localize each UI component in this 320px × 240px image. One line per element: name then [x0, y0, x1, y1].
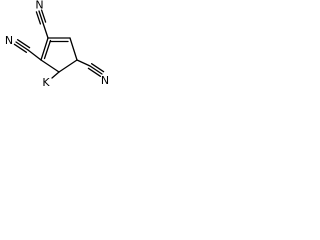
- nitrile-top: N: [35, 0, 49, 39]
- triple-bond-left-a: [15, 41, 29, 51]
- nitrile-right: N: [76, 59, 109, 87]
- nitrogen-label-right: N: [101, 74, 109, 87]
- nitrile-left: N: [5, 34, 42, 61]
- ring-bond-c5-c1: [40, 37, 49, 61]
- nitrogen-label-left: N: [5, 34, 13, 47]
- bond-c1-cn-top: [42, 22, 49, 39]
- ring-bond-c5-c1-inner: [43, 39, 52, 60]
- triple-bond-top-b: [40, 9, 47, 23]
- bond-c3-cn-right: [76, 59, 91, 67]
- ring-bond-c3-c4: [58, 59, 78, 73]
- triple-bond-top-c: [35, 11, 42, 25]
- potassium-substituent: K: [42, 71, 60, 89]
- triple-bond-right-a: [89, 65, 103, 75]
- triple-bond-right-c: [87, 67, 102, 77]
- bond-c5-cn-left: [27, 49, 42, 61]
- triple-bond-left-b: [16, 39, 31, 49]
- potassium-label: K: [42, 76, 50, 89]
- triple-bond-top-a: [38, 10, 44, 24]
- triple-bond-right-b: [90, 63, 105, 73]
- nitrogen-label-top: N: [35, 0, 43, 12]
- triple-bond-left-c: [13, 43, 28, 53]
- ring-bond-c4-c5: [40, 59, 60, 73]
- molecule-structure: N N N K: [5, 0, 109, 89]
- ring-bond-c2-c3: [69, 37, 78, 61]
- cyclopentadiene-ring: [40, 37, 78, 73]
- bond-c4-k: [51, 71, 60, 79]
